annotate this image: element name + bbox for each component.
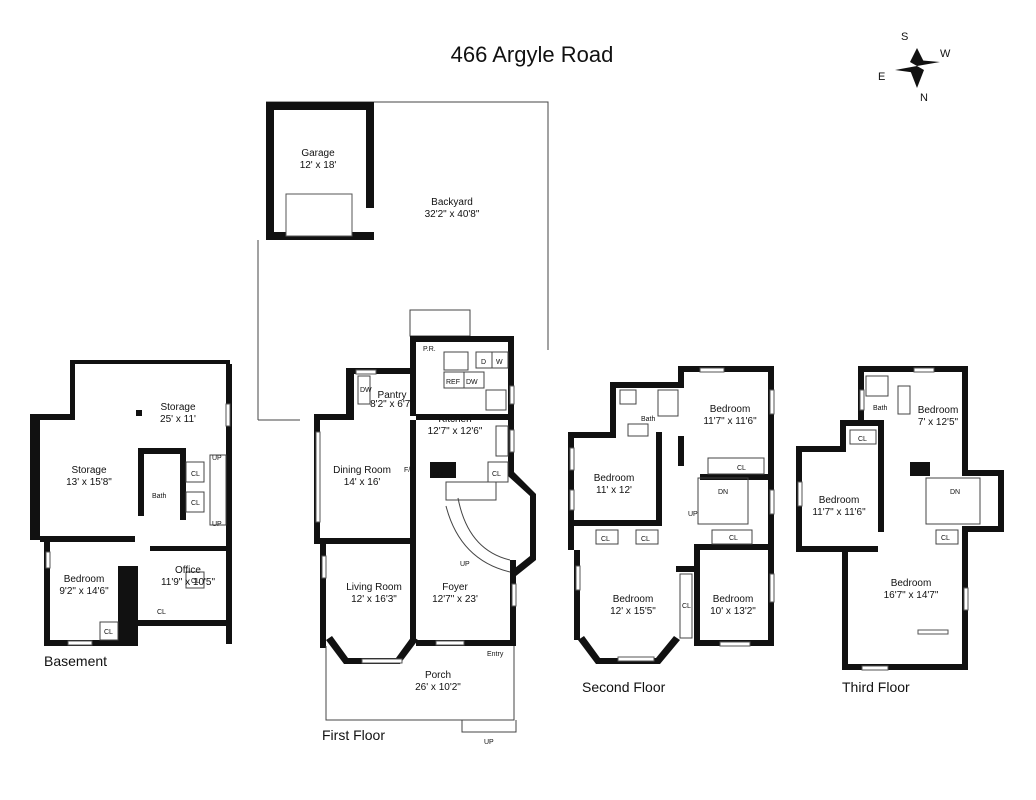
third-floor-bedroom-a-dims: 7' x 12'5": [918, 417, 959, 428]
dining-room-name: Dining Room: [333, 465, 391, 476]
first-floor-label: First Floor: [322, 727, 385, 743]
first-floor-closet: CL: [492, 471, 501, 478]
pantry-dishwasher-label: DW: [360, 387, 372, 394]
second-floor-closet-3: CL: [641, 536, 650, 543]
compass-n: N: [920, 92, 928, 104]
third-floor-bath-label: Bath: [873, 405, 888, 412]
third-floor-closet-1: CL: [858, 436, 867, 443]
office-dims: 11'9" x 10'5": [161, 577, 216, 588]
foyer-dims: 12'7" x 23': [432, 594, 478, 605]
fireplace-label-2: F/P: [404, 467, 415, 474]
second-floor-plan: Bedroom 11'7" x 11'6" Bedroom 11' x 12' …: [568, 366, 775, 695]
second-floor-stairs-up: UP: [688, 511, 698, 518]
living-room-dims: 12' x 16'3": [351, 594, 397, 605]
compass-w: W: [940, 48, 951, 60]
basement-closet-4: CL: [104, 629, 113, 636]
dishwasher-label: DW: [466, 379, 478, 386]
second-floor-bedroom-d-dims: 10' x 13'2": [710, 606, 756, 617]
kitchen-dims: 12'7" x 12'6": [428, 426, 483, 437]
compass-s: S: [901, 31, 908, 43]
second-floor-stairs-down: DN: [718, 489, 728, 496]
pantry-dims: 8'2" x 6'7": [370, 399, 414, 410]
second-floor-bath-label: Bath: [641, 416, 656, 423]
second-floor-bedroom-a-dims: 11'7" x 11'6": [703, 416, 757, 427]
basement-storage-small-dims: 13' x 15'8": [66, 477, 112, 488]
basement-closet-5: CL: [157, 609, 166, 616]
garage-dims: 12' x 18': [300, 160, 337, 171]
basement-closet-2: CL: [191, 500, 200, 507]
plan-title: 466 Argyle Road: [451, 42, 614, 67]
compass-rose-icon: S W E N: [878, 31, 951, 104]
porch-name: Porch: [425, 670, 451, 681]
living-room-name: Living Room: [346, 582, 402, 593]
third-floor-bedroom-b-name: Bedroom: [819, 495, 860, 506]
compass-e: E: [878, 71, 885, 83]
basement-plan: Storage 25' x 11' Storage 13' x 15'8" Be…: [30, 360, 232, 669]
third-floor-bedroom-c-name: Bedroom: [891, 578, 932, 589]
basement-storage-large-dims: 25' x 11': [160, 414, 196, 425]
basement-stairs-up-1: UP: [212, 455, 222, 462]
third-floor-label: Third Floor: [842, 679, 910, 695]
dryer-label: D: [481, 359, 486, 366]
refrigerator-label: REF: [446, 379, 460, 386]
second-floor-closet-4: CL: [729, 535, 738, 542]
basement-bath-label: Bath: [152, 493, 167, 500]
porch-dims: 26' x 10'2": [415, 682, 461, 693]
second-floor-label: Second Floor: [582, 679, 666, 695]
basement-storage-large-name: Storage: [160, 402, 195, 413]
foyer-name: Foyer: [442, 582, 468, 593]
porch-stairs-up: UP: [484, 739, 494, 746]
kitchen-name: Kitchen: [438, 414, 471, 425]
first-floor-plan: Garage 12' x 18' Backyard 32'2" x 40'8": [257, 101, 549, 746]
garage-name: Garage: [301, 148, 335, 159]
pantry-name: Pantry: [378, 390, 407, 401]
second-floor-bedroom-d-name: Bedroom: [713, 594, 754, 605]
basement-storage-small-name: Storage: [71, 465, 106, 476]
powder-room-label: P.R.: [423, 346, 436, 353]
second-floor-bedroom-c-name: Bedroom: [613, 594, 654, 605]
entry-label: Entry: [487, 651, 504, 658]
second-floor-bedroom-b-dims: 11' x 12': [596, 485, 632, 496]
third-floor-bedroom-b-dims: 11'7" x 11'6": [812, 507, 866, 518]
first-floor-stairs-up: UP: [460, 561, 470, 568]
basement-bedroom-name: Bedroom: [64, 574, 105, 585]
basement-closet-1: CL: [191, 471, 200, 478]
second-floor-bedroom-b-name: Bedroom: [594, 473, 635, 484]
third-floor-bedroom-c-dims: 16'7" x 14'7": [884, 590, 939, 601]
office-name: Office: [175, 565, 201, 576]
second-floor-bedroom-a-name: Bedroom: [710, 404, 751, 415]
basement-stairs-up-2: UP: [212, 521, 222, 528]
second-floor-closet-5: CL: [682, 603, 691, 610]
dining-room-dims: 14' x 16': [344, 477, 381, 488]
third-floor-closet-2: CL: [941, 535, 950, 542]
second-floor-closet-2: CL: [601, 536, 610, 543]
backyard-dims: 32'2" x 40'8": [425, 209, 480, 220]
basement-closet-3: CL: [191, 578, 200, 585]
third-floor-plan: Bedroom 7' x 12'5" Bedroom 11'7" x 11'6"…: [796, 366, 1004, 695]
basement-bedroom-dims: 9'2" x 14'6": [59, 586, 109, 597]
fireplace-label-1: F/P: [432, 472, 443, 479]
basement-floor-label: Basement: [44, 653, 107, 669]
third-floor-stairs-down: DN: [950, 489, 960, 496]
second-floor-bedroom-c-dims: 12' x 15'5": [610, 606, 656, 617]
third-floor-bedroom-a-name: Bedroom: [918, 405, 959, 416]
second-floor-closet-1: CL: [737, 465, 746, 472]
backyard-name: Backyard: [431, 197, 473, 208]
washer-label: W: [496, 359, 503, 366]
